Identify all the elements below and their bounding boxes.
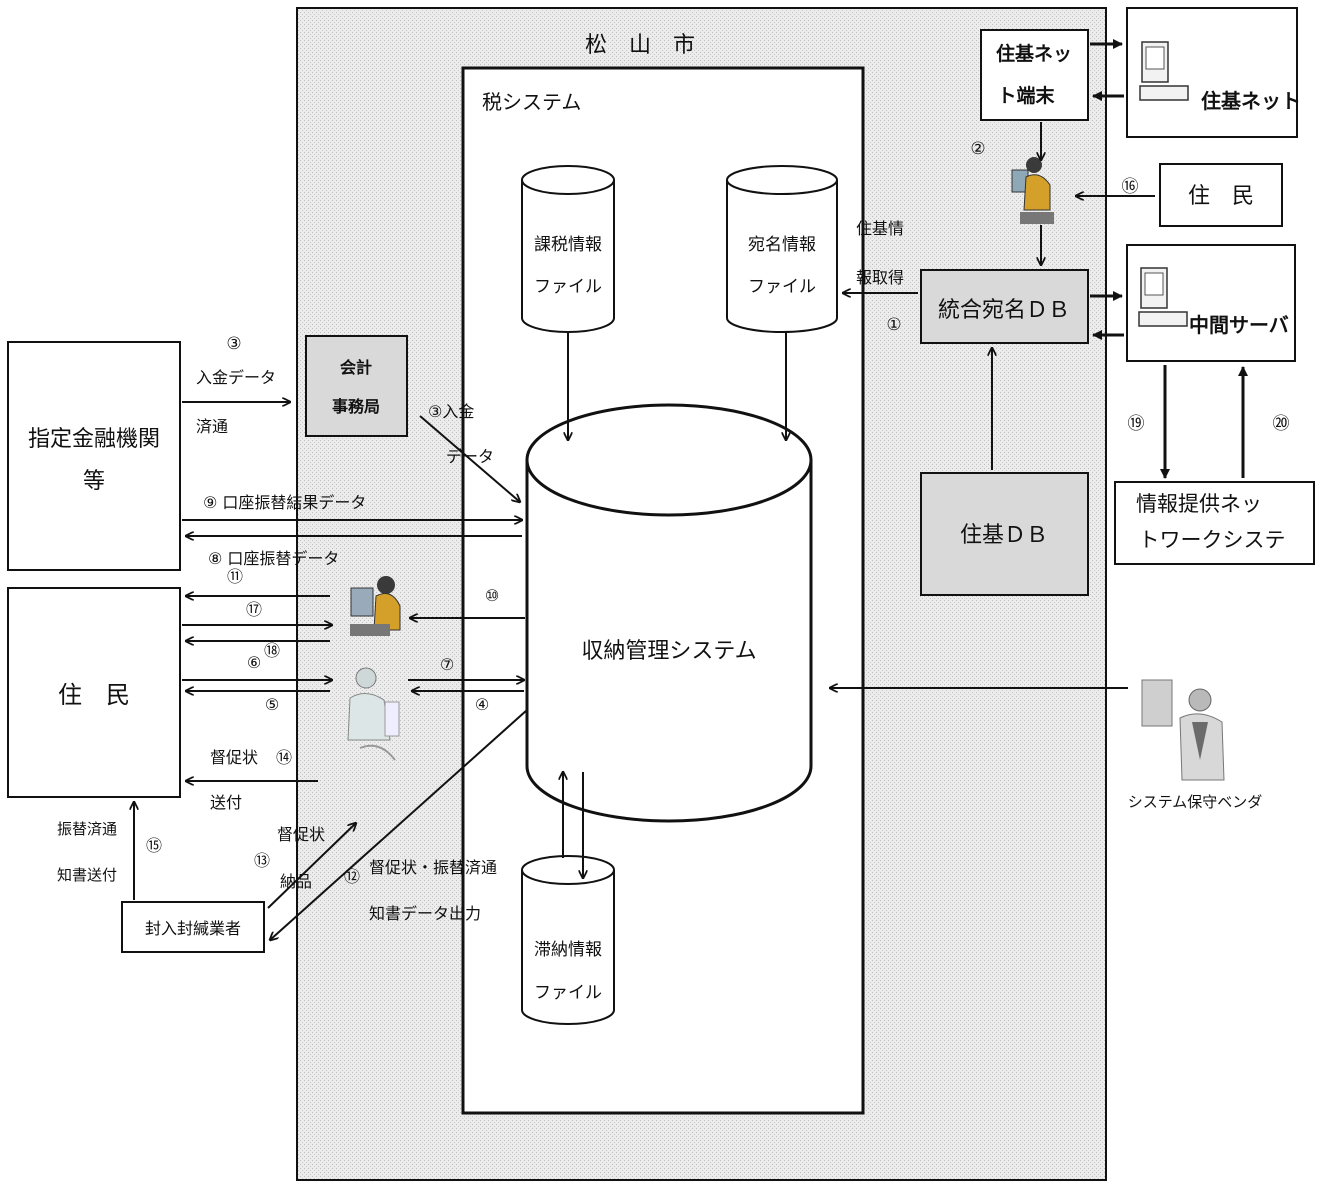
label-n3-nyukin: ③入金 <box>428 402 474 421</box>
juki-terminal-label-1: 住基ネッ <box>996 42 1072 65</box>
label-n14: ⑭ <box>276 748 292 767</box>
juki-db-label: 住基ＤＢ <box>960 523 1048 548</box>
tainou-file-label-2: ファイル <box>534 983 602 1003</box>
bank-box <box>8 342 180 570</box>
label-n11: ⑪ <box>227 567 243 586</box>
label-output-2: 知書データ出力 <box>369 904 481 923</box>
label-n7: ⑦ <box>440 655 454 674</box>
info-network-label-2: トワークシステ <box>1139 528 1286 552</box>
city-label: 松 山 市 <box>585 33 695 58</box>
label-n15: ⑮ <box>146 836 162 855</box>
vendor-label: システム保守ベンダ <box>1128 793 1263 811</box>
label-n8: ⑧ 口座振替データ <box>208 549 339 568</box>
label-n13: ⑬ <box>254 851 270 870</box>
label-n2: ② <box>970 139 985 159</box>
enclosure-vendor-label: 封入封緘業者 <box>145 919 241 938</box>
juki-terminal-label-2: ト端末 <box>997 84 1055 107</box>
kaikei-label-1: 会計 <box>340 358 372 377</box>
label-n1: ① <box>886 315 901 335</box>
label-n4: ④ <box>475 695 489 714</box>
label-output-1: 督促状・振替済通 <box>369 858 497 877</box>
label-n17: ⑰ <box>246 600 262 619</box>
label-n16: ⑯ <box>1122 177 1139 197</box>
label-furikae-2: 知書送付 <box>57 866 117 884</box>
kaikei-jimukyoku-box <box>306 336 407 436</box>
label-n6: ⑥ <box>247 653 261 672</box>
label-n20: ⑳ <box>1273 414 1290 434</box>
resident-left-label: 住 民 <box>58 681 130 709</box>
label-saitsu: 済通 <box>196 417 228 436</box>
kazei-file-label-1: 課税情報 <box>534 235 602 255</box>
label-nouhin: 納品 <box>280 872 312 891</box>
atena-file-label-1: 宛名情報 <box>748 235 816 255</box>
middle-server-label: 中間サーバ <box>1189 313 1289 337</box>
label-n10: ⑩ <box>485 586 499 605</box>
label-n5: ⑤ <box>265 695 279 714</box>
label-soufu: 送付 <box>210 793 242 812</box>
tax-system-label: 税システム <box>482 90 581 114</box>
label-juki-jou-2: 報取得 <box>856 268 904 287</box>
label-n12: ⑫ <box>344 867 360 886</box>
bank-label-2: 等 <box>83 469 105 494</box>
tainou-file-label-1: 滞納情報 <box>534 940 602 960</box>
label-data-cont: データ <box>446 447 494 466</box>
label-n19: ⑲ <box>1128 414 1145 434</box>
resident-right-label: 住 民 <box>1188 184 1254 209</box>
label-n3-top: ③ <box>226 334 241 354</box>
kazei-info-file: 課税情報 ファイル <box>522 166 614 332</box>
info-network-label-1: 情報提供ネッ <box>1136 492 1262 516</box>
tainou-info-file: 滞納情報 ファイル <box>522 856 614 1024</box>
label-nyukin-data: 入金データ <box>196 368 276 387</box>
kazei-file-label-2: ファイル <box>534 277 602 297</box>
maintenance-vendor-icon <box>1142 680 1224 780</box>
kaikei-label-2: 事務局 <box>332 397 380 416</box>
togo-atena-db-label: 統合宛名ＤＢ <box>938 298 1070 323</box>
label-n18: ⑱ <box>264 641 280 660</box>
atena-file-label-2: ファイル <box>748 277 816 297</box>
label-furikae-1: 振替済通 <box>57 820 117 838</box>
label-n9: ⑨ 口座振替結果データ <box>203 493 366 512</box>
central-system-label: 収納管理システム <box>581 639 756 664</box>
bank-label-1: 指定金融機関 <box>28 427 160 452</box>
atena-info-file: 宛名情報 ファイル <box>727 166 837 332</box>
juki-net-label: 住基ネット <box>1201 89 1301 113</box>
label-juki-jou-1: 住基情 <box>856 219 904 238</box>
label-tokusoku: 督促状 <box>210 748 258 767</box>
shuno-kanri-system: 収納管理システム <box>527 405 811 821</box>
label-tokusoku-2: 督促状 <box>277 825 325 844</box>
